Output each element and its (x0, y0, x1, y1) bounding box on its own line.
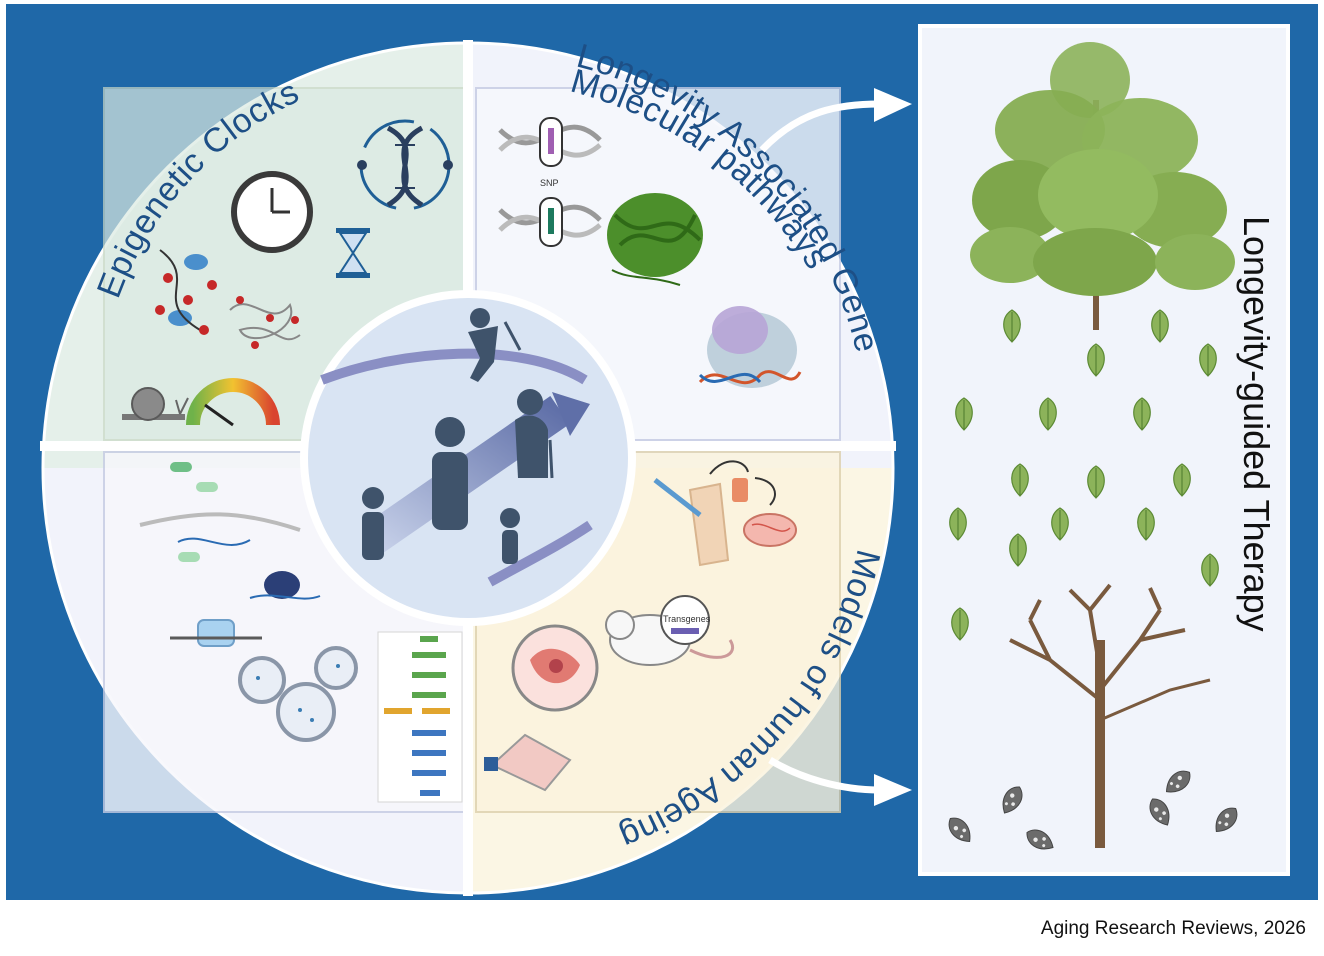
dna-icon (357, 119, 453, 211)
tree-icon (970, 42, 1235, 330)
chromatin-icon (155, 249, 301, 349)
bare-tree-icon (1009, 583, 1211, 848)
snp-dna-icon: SNP (498, 117, 602, 247)
mouse-icon: Transgenes (605, 595, 734, 666)
pathway-diagram-icon (139, 462, 301, 562)
hourglass-icon (336, 228, 370, 278)
ribosome-icon (249, 571, 321, 600)
petri-dish-icon (743, 513, 797, 547)
gauge-icon (186, 378, 280, 427)
snail-icon (122, 387, 189, 421)
polymerase-icon (170, 619, 262, 647)
biopsy-icon (653, 460, 776, 567)
center-circle (300, 290, 636, 626)
arrow-icon (759, 88, 912, 806)
ribosome-protein-icon (698, 306, 802, 388)
therapy-label: Longevity-guided Therapy (1236, 216, 1277, 632)
cell-icon (511, 624, 599, 712)
person-icon (362, 308, 554, 564)
flask-icon (484, 733, 572, 792)
vesicle-icon (238, 646, 358, 742)
transgenes-label: Transgenes (663, 614, 711, 624)
citation: Aging Research Reviews, 2026 (1040, 918, 1306, 939)
clock-icon (231, 171, 313, 253)
protein-icon (607, 193, 703, 286)
flowchart-icon (377, 631, 463, 803)
snp-label: SNP (540, 178, 559, 188)
